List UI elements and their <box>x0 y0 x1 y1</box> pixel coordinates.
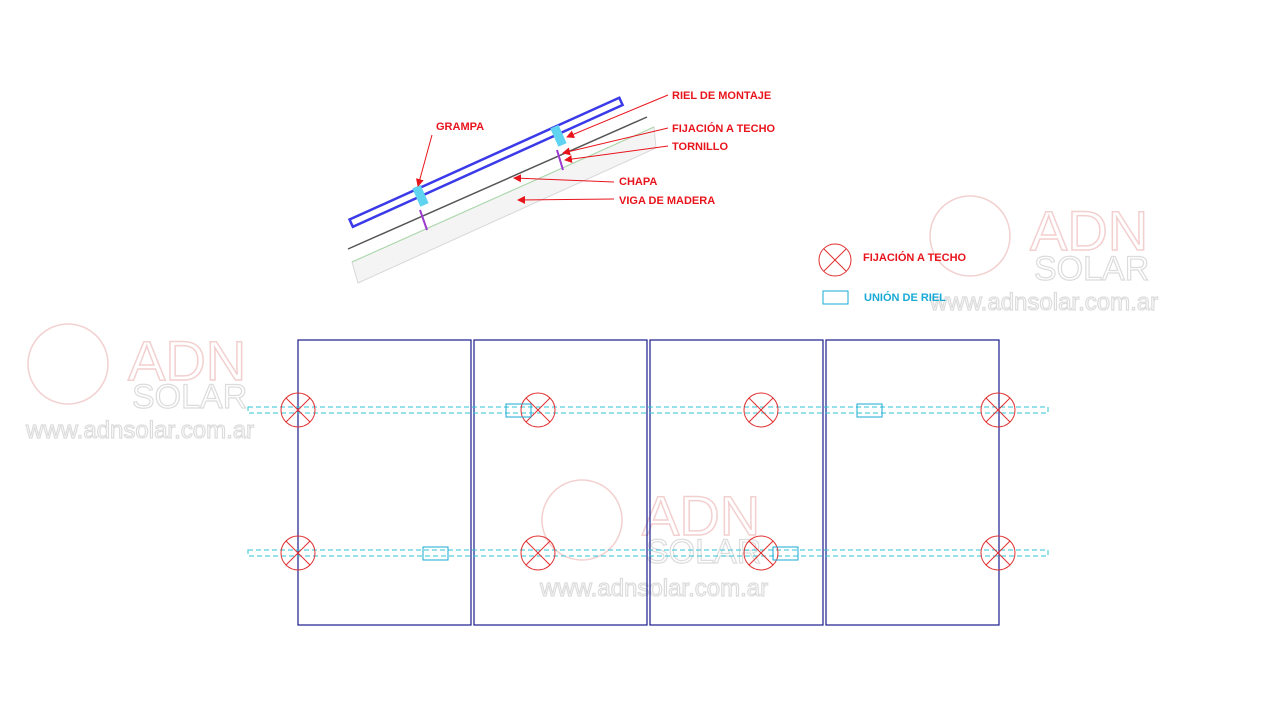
screw-right <box>556 149 564 171</box>
roof-fixing-icon <box>520 535 556 571</box>
watermark-brand: ADN <box>642 484 760 547</box>
label-fijacion: FIJACIÓN A TECHO <box>672 122 776 135</box>
roof-fixing-cross <box>285 540 311 566</box>
legend-fixing: FIJACIÓN A TECHO <box>863 251 967 264</box>
roof-fixing-icon <box>280 392 316 428</box>
watermark-brand: ADN <box>128 329 246 392</box>
roof-fixing-cross <box>285 397 311 423</box>
joint-symbol-icon <box>822 290 849 305</box>
solar-panel <box>473 339 648 626</box>
legend-joint: UNIÓN DE RIEL <box>864 291 946 304</box>
rail-joint-icon <box>772 546 799 561</box>
roof-fixing-cross <box>525 397 551 423</box>
roof-fixing-icon <box>743 535 779 571</box>
roof-fixing-icon <box>980 535 1016 571</box>
rail-joint-icon <box>505 403 532 418</box>
roof-fixing-icon <box>980 392 1016 428</box>
watermark-1: ADN SOLAR www.adnsolar.com.ar <box>928 195 1159 317</box>
label-riel: RIEL DE MONTAJE <box>672 90 771 102</box>
plan-view <box>247 339 1049 626</box>
solar-panel <box>825 339 1000 626</box>
roof-fixing-icon <box>520 392 556 428</box>
roof-sheet <box>347 116 648 250</box>
leader-lines <box>415 94 669 204</box>
watermark-brand: ADN <box>1030 199 1148 262</box>
fixing-symbol-icon <box>818 243 852 277</box>
roof-fixing-cross <box>748 540 774 566</box>
watermark-url: www.adnsolar.com.ar <box>539 575 768 602</box>
roof-fixing-icon <box>280 535 316 571</box>
watermark-3: ADN SOLAR www.adnsolar.com.ar <box>538 479 769 603</box>
watermark-sub: SOLAR <box>1034 250 1149 288</box>
watermark-sub: SOLAR <box>132 378 247 416</box>
label-tornillo: TORNILLO <box>672 141 728 153</box>
watermark-sub: SOLAR <box>646 533 761 571</box>
mounting-rail <box>347 96 625 229</box>
side-view: GRAMPA RIEL DE MONTAJE FIJACIÓN A TECHO … <box>347 90 776 284</box>
watermark-2: ADN SOLAR www.adnsolar.com.ar <box>24 323 255 445</box>
rail-plan <box>247 549 1049 557</box>
solar-panel <box>649 339 824 626</box>
label-viga: VIGA DE MADERA <box>619 195 715 207</box>
roof-fixing-cross <box>985 397 1011 423</box>
label-grampa: GRAMPA <box>436 121 484 133</box>
clamp-right <box>550 124 567 147</box>
rail-joint-icon <box>856 403 883 418</box>
roof-fixing-cross <box>748 397 774 423</box>
roof-fixing-icon <box>743 392 779 428</box>
clamp-left <box>412 184 429 207</box>
roof-fixing-cross <box>525 540 551 566</box>
rail-plan <box>247 406 1049 414</box>
watermark-url: www.adnsolar.com.ar <box>25 417 254 444</box>
rail-joint-icon <box>422 546 449 561</box>
solar-panel <box>297 339 472 626</box>
watermark-url: www.adnsolar.com.ar <box>929 289 1158 316</box>
roof-fixing-cross <box>985 540 1011 566</box>
legend: FIJACIÓN A TECHO UNIÓN DE RIEL <box>818 243 967 305</box>
screw-left <box>419 209 428 231</box>
beam-top-edge <box>351 126 655 263</box>
label-chapa: CHAPA <box>619 176 657 188</box>
